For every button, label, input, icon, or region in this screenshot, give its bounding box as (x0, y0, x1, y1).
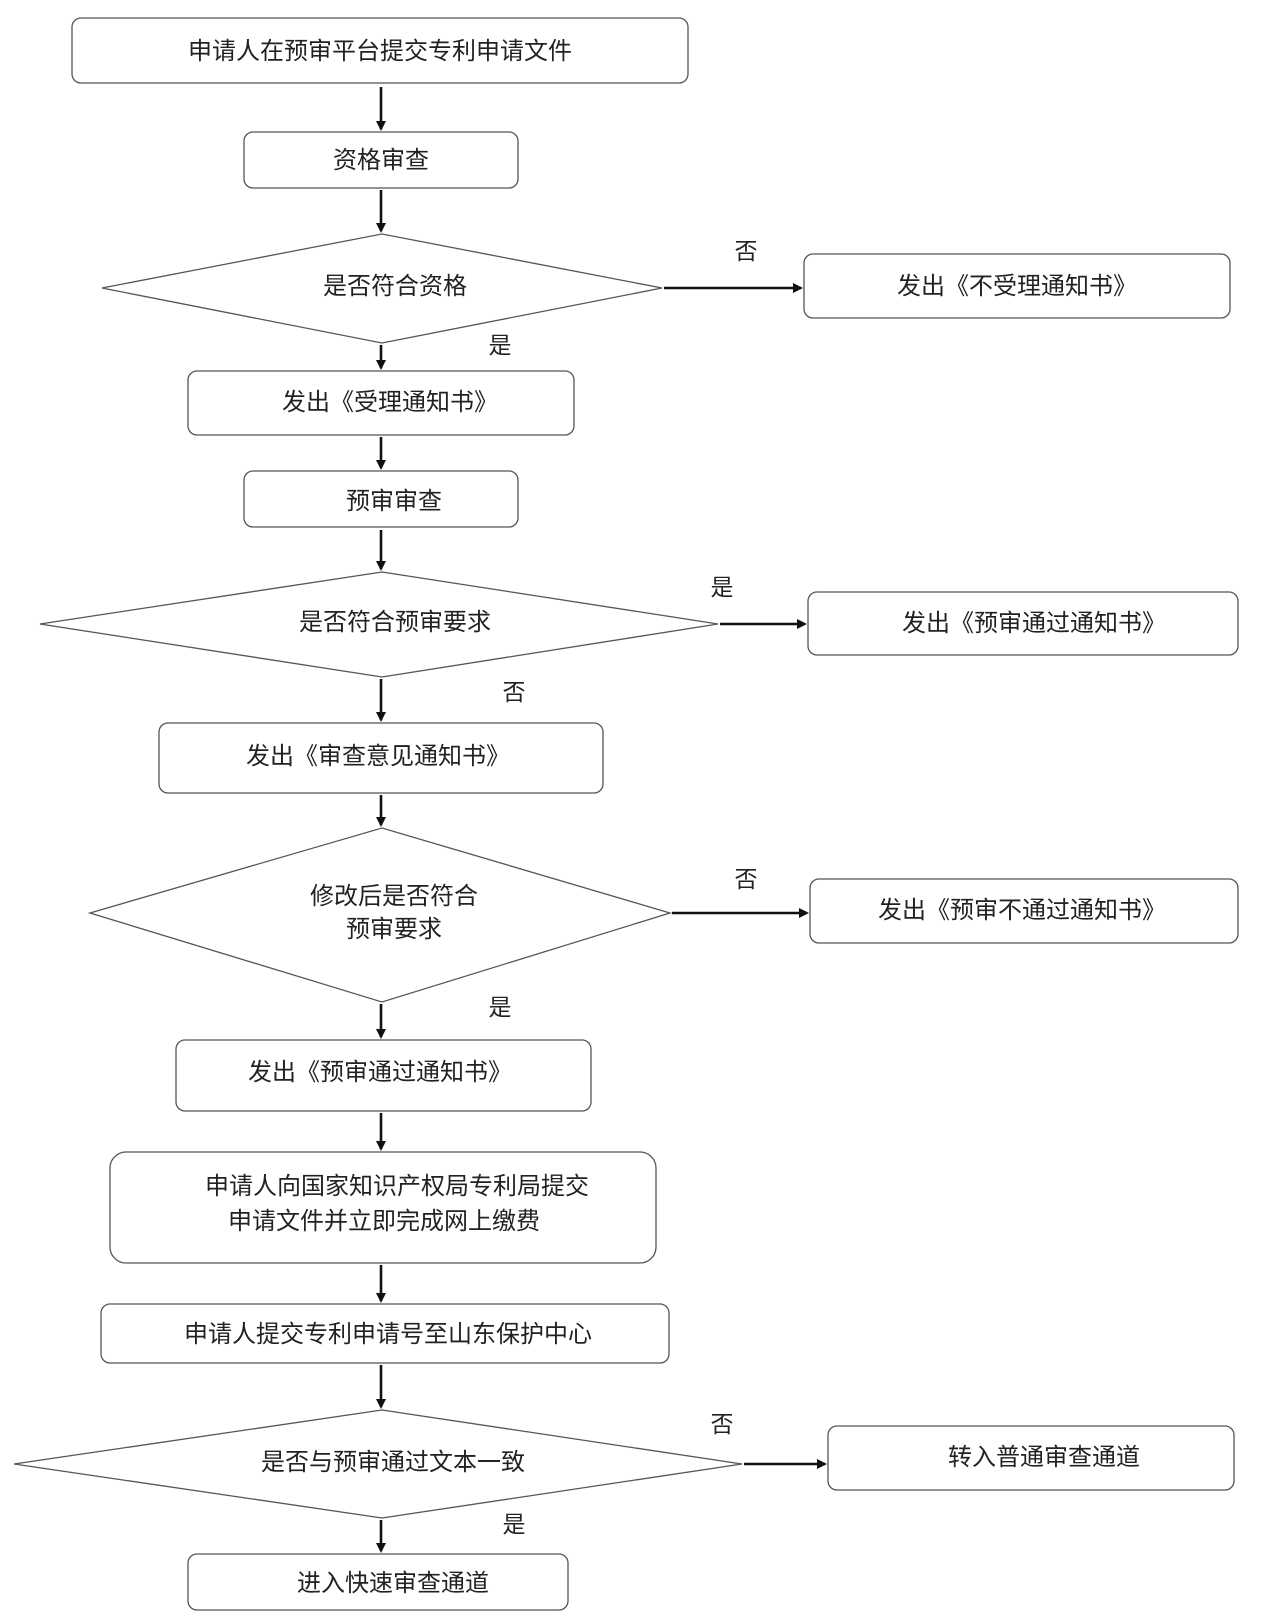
node-accepted-notice-text: 发出《受理通知书》 (282, 388, 498, 416)
node-pre-review-pass-notice-2: 发出《预审通过通知书》 (175, 1039, 592, 1112)
decision-is-qualified: 是否符合资格 (101, 233, 663, 344)
node-pre-review-pass-notice-2-text: 发出《预审通过通知书》 (248, 1058, 512, 1086)
decision-meets-pre-review: 是否符合预审要求 (39, 571, 719, 678)
decision-is-qualified-text: 是否符合资格 (323, 272, 467, 300)
edge-e16-label: 是 (503, 1512, 526, 1538)
node-pre-review: 预审审查 (243, 470, 519, 528)
node-qualification-review-text: 资格审查 (333, 146, 429, 174)
node-submit: 申请人在预审平台提交专利申请文件 (71, 17, 689, 84)
node-pre-review-text: 预审审查 (346, 487, 442, 515)
edge-e4-label: 是 (489, 333, 512, 359)
node-not-accepted-notice-text: 发出《不受理通知书》 (897, 272, 1137, 300)
node-fast-channel-text: 进入快速审查通道 (297, 1569, 489, 1597)
decision-consistent-with-text-text: 是否与预审通过文本一致 (261, 1448, 525, 1476)
decision-meets-after-revision-text-1: 修改后是否符合 (310, 882, 478, 910)
node-pre-review-pass-notice-1-text: 发出《预审通过通知书》 (902, 609, 1166, 637)
node-fast-channel: 进入快速审查通道 (187, 1553, 569, 1611)
node-submit-to-cnipa: 申请人向国家知识产权局专利局提交 申请文件并立即完成网上缴费 (109, 1151, 657, 1264)
decision-meets-after-revision: 修改后是否符合 预审要求 (87, 827, 673, 1003)
node-accepted-notice: 发出《受理通知书》 (187, 370, 575, 436)
edge-e8-label: 否 (503, 680, 526, 706)
edge-e3-label: 否 (735, 239, 758, 265)
node-review-opinion-notice: 发出《审查意见通知书》 (158, 722, 604, 794)
edge-e7-label: 是 (711, 575, 734, 601)
node-pre-review-pass-notice-1: 发出《预审通过通知书》 (807, 591, 1239, 656)
node-submit-to-cnipa-text-1: 申请人向国家知识产权局专利局提交 (205, 1172, 589, 1200)
node-review-opinion-notice-text: 发出《审查意见通知书》 (246, 742, 510, 770)
node-pre-review-fail-notice: 发出《预审不通过通知书》 (809, 878, 1239, 944)
decision-meets-pre-review-text: 是否符合预审要求 (299, 608, 491, 636)
edge-e15-label: 否 (711, 1412, 734, 1438)
node-submit-to-cnipa-text-2: 申请文件并立即完成网上缴费 (228, 1207, 540, 1235)
node-submit-application-no-text: 申请人提交专利申请号至山东保护中心 (184, 1320, 592, 1348)
node-not-accepted-notice: 发出《不受理通知书》 (803, 253, 1231, 319)
node-normal-channel-text: 转入普通审查通道 (948, 1443, 1140, 1471)
decision-consistent-with-text: 是否与预审通过文本一致 (13, 1409, 743, 1519)
node-normal-channel: 转入普通审查通道 (827, 1425, 1235, 1491)
node-submit-text: 申请人在预审平台提交专利申请文件 (188, 37, 572, 65)
edge-e10-label: 否 (735, 867, 758, 893)
decision-meets-after-revision-text-2: 预审要求 (346, 915, 442, 943)
node-qualification-review: 资格审查 (243, 131, 519, 189)
node-submit-application-no: 申请人提交专利申请号至山东保护中心 (100, 1303, 670, 1364)
node-pre-review-fail-notice-text: 发出《预审不通过通知书》 (878, 896, 1166, 924)
edge-e11-label: 是 (489, 995, 512, 1021)
